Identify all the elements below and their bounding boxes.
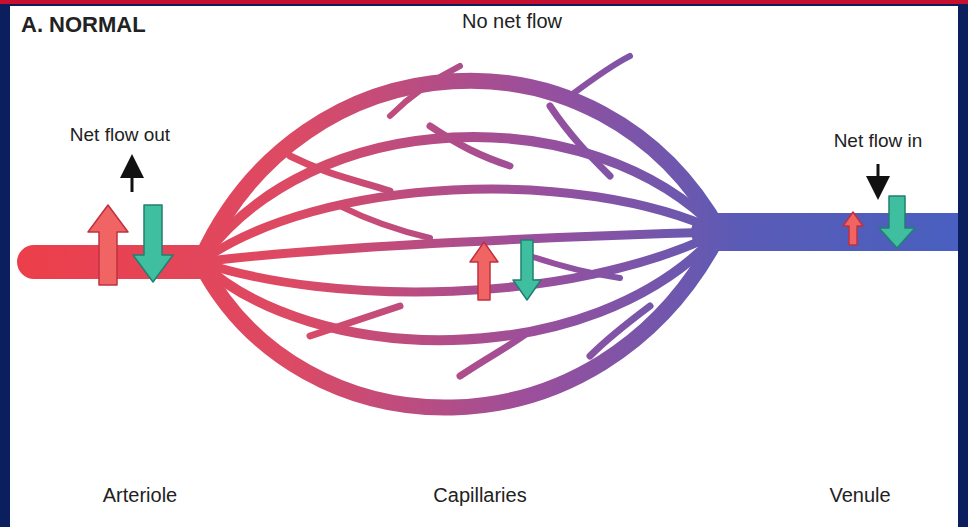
vessel-name: Capillaries — [430, 484, 529, 507]
flow-annotation: No net flow — [459, 10, 565, 33]
vessel-name: Arteriole — [100, 484, 180, 507]
frame-line — [0, 0, 968, 4]
vessel-name: Venule — [826, 484, 893, 507]
slide-panel: A. NORMAL No net flowNet flow out Net flow… — [10, 6, 958, 527]
capillary-bed-illustration — [10, 6, 958, 527]
flow-annotation: Net flow out — [67, 124, 173, 146]
flow-annotation: Net flow in — [831, 130, 926, 152]
panel-title: A. NORMAL — [18, 12, 149, 37]
